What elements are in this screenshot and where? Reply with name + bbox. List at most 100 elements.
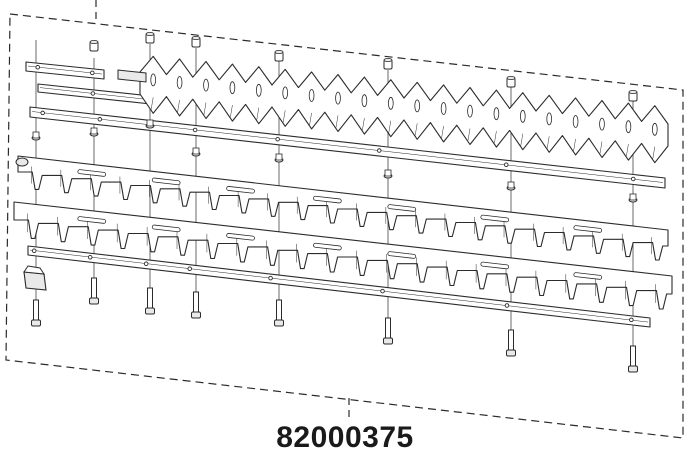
left-spacer-plate-hole <box>35 64 40 70</box>
top-blade-bevel <box>230 105 233 118</box>
bottom-support-bar <box>27 245 651 328</box>
left-spacer-plate <box>25 61 105 80</box>
bottom-support-bar-body-hole <box>31 248 37 254</box>
top-blade-bevel <box>282 110 286 123</box>
short-spacer-plates <box>25 61 161 106</box>
top-blade-slot <box>203 78 209 92</box>
bolt-shank <box>193 291 199 313</box>
top-blade-slot <box>335 91 341 105</box>
spacer-sleeve <box>32 131 40 139</box>
top-clamp-bar-body-hole <box>631 176 636 182</box>
top-blade-bevel <box>414 123 418 136</box>
top-clamp-bar-body <box>29 106 666 189</box>
top-blade-bevel <box>467 128 471 141</box>
bottom-support-bar-body-hole <box>268 275 273 281</box>
top-blade-slot <box>599 117 605 131</box>
middle-blade-end-boss <box>15 157 29 167</box>
top-clamp-bar-body-hole <box>377 148 382 153</box>
top-blade-slot <box>572 115 579 128</box>
top-blade-slot <box>467 104 473 118</box>
top-cutting-blade <box>117 55 669 164</box>
top-blade-bevel <box>309 112 312 125</box>
bolt-head <box>383 337 393 345</box>
top-blade-slot <box>255 83 262 97</box>
top-blade-bevel <box>256 107 260 120</box>
top-blade-bevel <box>546 136 550 149</box>
bolt-head <box>191 311 201 319</box>
middle-blade-slot <box>573 225 603 233</box>
top-blade-slot <box>546 112 552 126</box>
part-number-label: 82000375 <box>276 421 414 454</box>
bolt-shank <box>508 329 514 351</box>
spacer-sleeve <box>275 153 283 161</box>
mounting-bolts <box>31 277 638 373</box>
top-clamp-bar-body-hole <box>40 110 45 116</box>
top-blade-slot <box>282 86 289 100</box>
bolt-head <box>145 307 155 315</box>
top-blade-slot <box>519 109 526 123</box>
middle-blade-slot <box>77 169 107 177</box>
middle-cutting-blade <box>15 155 669 261</box>
end-clip <box>23 265 47 291</box>
bottom-support-bar-body-edge <box>29 249 649 323</box>
top-blade-slot <box>651 122 658 136</box>
top-blade-slot <box>176 76 183 89</box>
spacer-sleeve <box>192 147 200 155</box>
top-clamp-bar <box>29 106 666 189</box>
lock-nut-top <box>89 40 99 45</box>
middle-blade-slot <box>480 214 510 223</box>
middle-blade-body <box>17 155 669 261</box>
bottom-support-bar-body <box>27 245 651 328</box>
top-blade-bevel <box>652 146 656 159</box>
bolt-shank <box>33 299 39 321</box>
top-blade-slot <box>361 94 368 108</box>
top-blade-slot <box>150 73 157 87</box>
end-clip-body <box>23 271 47 291</box>
bolt-head <box>274 319 284 327</box>
lower-cutting-blade <box>13 201 673 310</box>
right-spacer-plate-edge <box>39 87 159 101</box>
lock-nut-top <box>145 32 155 37</box>
top-blade-slot <box>440 102 447 115</box>
bolt-shank <box>385 317 391 339</box>
lock-nut-top <box>383 58 393 63</box>
top-blade-bevel <box>203 102 207 115</box>
spacer-sleeve <box>146 119 154 127</box>
top-blade-slot <box>229 81 236 95</box>
top-blade-slot <box>308 89 315 102</box>
top-blade-slot <box>414 99 421 113</box>
top-clamp-bar-body-hole <box>275 136 280 142</box>
bottom-support-bar-body-hole <box>380 288 385 294</box>
top-blade-bevel <box>599 141 603 154</box>
top-blade-bevel <box>573 138 576 151</box>
lower-blade-slot <box>226 233 255 241</box>
lock-nut-top <box>191 36 201 41</box>
bolt-shank <box>91 277 97 299</box>
right-spacer-plate-hole <box>90 91 96 96</box>
middle-blade-slot <box>226 186 255 194</box>
top-blade-bevel <box>388 120 392 133</box>
lower-blade-slot <box>151 224 181 233</box>
top-clamp-bar-body-hole <box>97 117 103 122</box>
end-clip-lip <box>23 265 46 275</box>
spacer-sleeve <box>90 127 98 135</box>
middle-blade-slot <box>313 195 342 204</box>
bottom-support-bar-body-hole <box>629 317 634 323</box>
bolt-shank <box>276 299 282 321</box>
lower-blade-slot <box>77 216 107 224</box>
bolt-head <box>89 297 99 305</box>
bolt-shank <box>630 345 636 367</box>
top-blade-slot <box>625 120 632 134</box>
bottom-support-bar-body-hole <box>143 261 149 266</box>
top-blade-bevel <box>441 125 444 138</box>
bolt-shank <box>147 287 153 309</box>
top-blade-bevel <box>520 133 524 146</box>
lower-blade-slot <box>387 251 417 259</box>
lock-nut-top <box>274 50 284 55</box>
bolt-head <box>506 349 516 357</box>
lower-blade-slot <box>313 242 342 251</box>
top-blade-bevel <box>362 118 365 131</box>
kit-boundary-dashed <box>5 0 684 439</box>
top-blade-bevel <box>335 115 339 128</box>
